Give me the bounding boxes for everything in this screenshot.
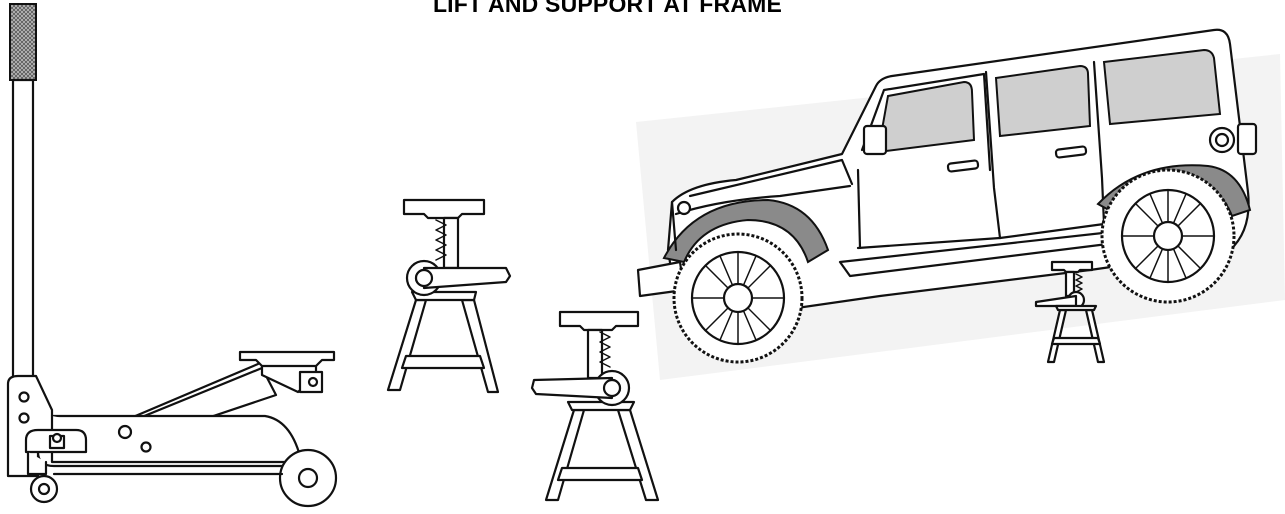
stand-post [588, 330, 602, 378]
stand-saddle [404, 200, 484, 218]
stand-lever [532, 378, 612, 398]
stand-saddle [1052, 262, 1092, 272]
floor-jack [8, 4, 336, 506]
tail-light [1238, 124, 1256, 154]
stand-lever [424, 268, 510, 288]
vehicle-mirror [864, 126, 886, 154]
vehicle-window-middle [996, 66, 1090, 136]
stand-saddle [560, 312, 638, 330]
jack-handle-grip [10, 4, 36, 80]
jack-saddle [240, 352, 334, 366]
suv-vehicle [636, 30, 1285, 380]
jack-stand-left [388, 200, 510, 392]
jack-handle-shaft [13, 80, 33, 380]
jack-stand-center [532, 312, 658, 500]
vehicle-window-rear [1104, 50, 1220, 124]
